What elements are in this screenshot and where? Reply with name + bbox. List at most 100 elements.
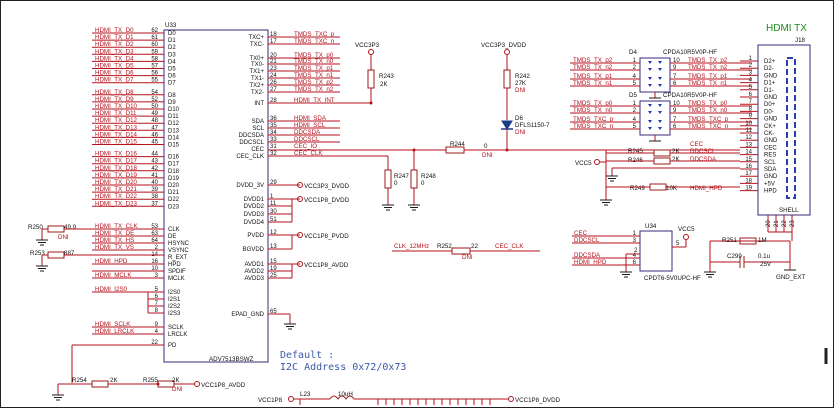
- u33-left-num: 39: [151, 187, 158, 193]
- c299-ref: C299: [727, 253, 742, 260]
- j18-pin-num: 19: [745, 186, 752, 192]
- d5-left-net: TMDS_TX_p0: [573, 100, 613, 107]
- u33-left-pin: D13: [168, 128, 180, 134]
- r242-val: 27K: [515, 80, 527, 87]
- u33-left-net: HDMI_TX_D8: [95, 89, 134, 96]
- j18-pin-name: D1-: [764, 88, 774, 94]
- u33-ctrl-net: HDMI_HPD: [95, 258, 128, 265]
- d5-left-net: TMDS_TX_n0: [573, 107, 613, 114]
- u33-left-pin: D8: [168, 93, 176, 99]
- u33-left-pin: D4: [168, 59, 176, 65]
- j18-shell-pin: 21: [774, 220, 780, 227]
- d5-left-num: 1: [633, 101, 637, 107]
- u33-ctrl-num: 16: [151, 259, 158, 265]
- j18-pin-name: CEC: [764, 145, 777, 151]
- r251-ref: R251: [722, 237, 737, 244]
- d5-right-num: 10: [673, 101, 680, 107]
- u33-pwr-num: 11: [270, 201, 277, 207]
- u33-left-net: HDMI_TX_D23: [95, 200, 138, 207]
- u33-i2s-pin: I2S1: [168, 297, 181, 303]
- u33-ref: U33: [165, 22, 177, 29]
- u33-left-net: HDMI_TX_D0: [95, 27, 134, 34]
- d5-diode: [658, 120, 662, 123]
- j18-pin-num: 5: [749, 85, 753, 91]
- u34-left-num: 4: [633, 253, 637, 259]
- u33-right-net: TMDS_TX_n0: [294, 58, 334, 65]
- pd-wiring: R254 2K R255 2K DNI VCC1P8_AVDD: [52, 344, 246, 401]
- u33-left-num: 61: [151, 35, 158, 41]
- r248-resistor: [410, 169, 418, 189]
- u33-pwr-pin: EPAD_GND: [231, 312, 264, 318]
- d5-diode: [648, 127, 652, 130]
- u33-i2s-num: 7: [155, 301, 159, 307]
- d5-left-net: TMDS_TXC_n: [573, 123, 614, 130]
- j18-pin-num: 2: [749, 63, 753, 69]
- u33-ctrl-net: HDMI_MCLK: [95, 272, 132, 279]
- u33-left-net: HDMI_TX_D13: [95, 124, 138, 131]
- d5-body: [639, 100, 671, 136]
- u33-left-net: HDMI_TX_D1: [95, 34, 134, 41]
- r252-ref: R252: [437, 243, 452, 250]
- u33-ctrl-num: 3: [155, 273, 159, 279]
- u33-bus-num: 35: [270, 123, 277, 129]
- d4-body: [639, 57, 671, 93]
- l23-inductor: [329, 395, 355, 400]
- u33-left-num: 62: [151, 28, 158, 34]
- u33-ctrl-pin: CLK: [168, 227, 180, 233]
- u33-int-pin: INT: [254, 101, 264, 107]
- d4-right-num: 7: [673, 74, 677, 80]
- u33-left-num: 41: [151, 173, 158, 179]
- d5-diode: [648, 111, 652, 114]
- d4-part: CPDA10R5V0P-HF: [663, 49, 717, 56]
- r255-val: 2K: [172, 377, 180, 384]
- u33-left-net: HDMI_TX_D15: [95, 139, 138, 146]
- net-vcc1p8: VCC1P8: [258, 397, 283, 404]
- r242-note: DNI: [515, 87, 526, 94]
- j18-pin-name: CK+: [764, 124, 776, 130]
- u34-left-net: DDCSCL: [574, 237, 600, 244]
- note-default: Default :: [280, 350, 334, 361]
- u34-left-net: DDCSDA: [574, 252, 601, 259]
- u33-bus-net: CEC_CLK: [294, 150, 323, 157]
- j18-shell-pin: 23: [790, 220, 796, 227]
- u33-left-num: 47: [151, 125, 158, 131]
- u33-left-num: 52: [151, 97, 158, 103]
- u33-right-num: 18: [270, 32, 277, 38]
- r245-val: 2K: [672, 148, 680, 155]
- r252-val: 22: [471, 243, 478, 250]
- u33-left-net: HDMI_TX_D6: [95, 70, 134, 77]
- u33-left-net: HDMI_TX_D5: [95, 63, 134, 70]
- u33-pwr-num: 51: [270, 217, 277, 223]
- u33-left-pin: D10: [168, 107, 180, 113]
- net-vcc3p3-dvdd: VCC3P3_DVDD: [304, 183, 350, 190]
- u33-i2s-num: 6: [155, 294, 159, 300]
- u33-left-net: HDMI_TX_D16: [95, 151, 138, 158]
- j18-shell: SHELL: [779, 207, 799, 214]
- u33-bus-net: DDCSCL: [294, 136, 320, 143]
- u33-right-pin: TXC-: [250, 42, 264, 48]
- u33-i2s-net: HDMI_I2S0: [95, 286, 128, 293]
- l23-inductor-wiring: VCC1P8 L23 10uH VCC1P8_DVDD: [258, 391, 561, 405]
- r250-ref: R250: [28, 224, 43, 231]
- u33-left-num: 43: [151, 159, 158, 165]
- r244-val: 0: [484, 143, 488, 150]
- u33-i2s-num: 8: [155, 308, 159, 314]
- u33-left-num: 60: [151, 42, 158, 48]
- u33-right-net: TMDS_TXC_p: [294, 31, 335, 38]
- u33-pwr-pin: AVDD1: [244, 262, 264, 268]
- j18-pin-name: SDA: [764, 167, 776, 173]
- u33-left-pin: D19: [168, 176, 180, 182]
- d4-left-num: 1: [633, 58, 637, 64]
- u33-bus-pin: CEC: [251, 147, 264, 153]
- d5-right-num: 7: [673, 117, 677, 123]
- u33-left-num: 50: [151, 104, 158, 110]
- u33-left-pin: D15: [168, 143, 180, 149]
- u33-bus-pin: DDCSDA: [239, 133, 264, 139]
- u33-left-num: 37: [151, 201, 158, 207]
- j18-pin-num: 13: [745, 142, 752, 148]
- u33-right-pin: TXC+: [248, 35, 264, 41]
- u33-ctrl-num: 53: [151, 224, 158, 230]
- l23-ref: L23: [300, 391, 311, 398]
